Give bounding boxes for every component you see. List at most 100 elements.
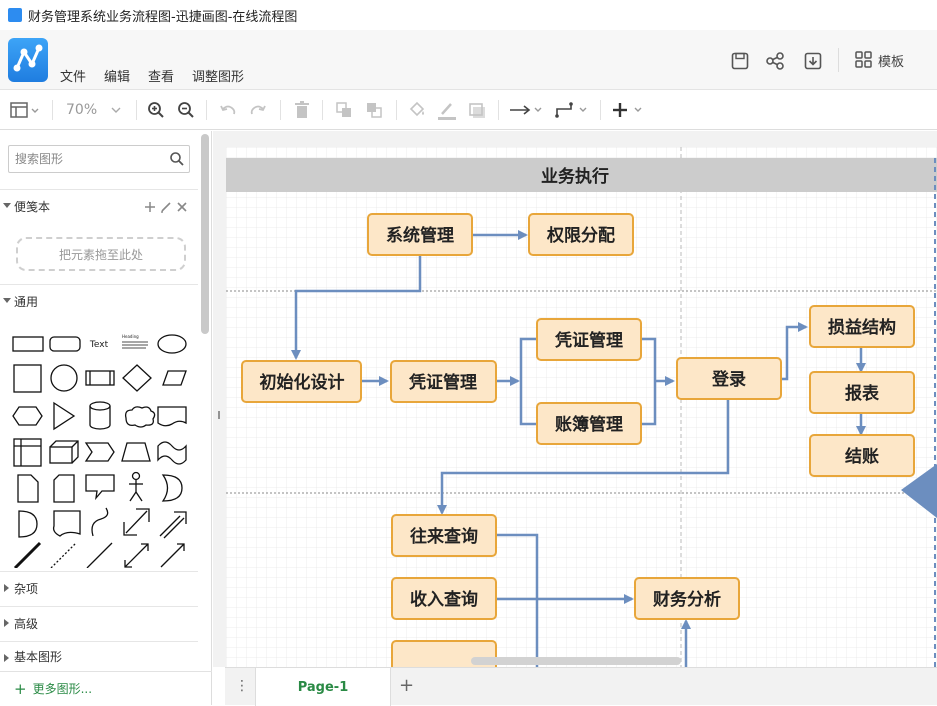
shape-step[interactable]: [84, 442, 115, 462]
to-front-button[interactable]: [334, 100, 354, 120]
menu-arrange[interactable]: 调整图形: [192, 70, 245, 85]
node-income-query[interactable]: 收入查询: [391, 577, 497, 620]
shape-square[interactable]: [13, 364, 42, 393]
shape-circle[interactable]: [50, 364, 78, 392]
sidebar-splitter[interactable]: ‖: [213, 131, 225, 667]
shape-document[interactable]: [157, 406, 187, 427]
shape-text[interactable]: Text: [89, 340, 109, 350]
insert-button[interactable]: [610, 100, 646, 120]
node-close-account[interactable]: 结账: [809, 434, 915, 477]
edge-arquery-down[interactable]: [496, 533, 539, 667]
shape-bidirectional-connector[interactable]: [124, 543, 149, 568]
shape-process[interactable]: [85, 370, 115, 386]
shape-double-arrow[interactable]: [123, 508, 150, 536]
shape-delay[interactable]: [18, 510, 38, 538]
shape-internal-storage[interactable]: [13, 438, 42, 467]
shape-ellipse[interactable]: [157, 334, 187, 354]
panel-toggle-button[interactable]: [8, 100, 42, 120]
menu-file[interactable]: 文件: [60, 70, 87, 85]
more-shapes-button[interactable]: + 更多图形...: [0, 671, 212, 705]
share-icon[interactable]: [765, 51, 785, 71]
menu-view[interactable]: 查看: [148, 70, 175, 85]
fill-color-button[interactable]: [406, 100, 428, 120]
shape-hexagon[interactable]: [12, 406, 43, 426]
redo-button[interactable]: [248, 100, 268, 120]
canvas-horizontal-scrollbar[interactable]: [471, 657, 681, 665]
edit-pencil-icon[interactable]: [160, 201, 172, 213]
shape-card[interactable]: [53, 474, 75, 503]
menu-bar: 文件 编辑 查看 调整图形 模板: [0, 30, 937, 90]
shape-textbox[interactable]: Heading: [122, 334, 148, 349]
sidebar-scrollbar[interactable]: [201, 134, 209, 334]
section-misc[interactable]: 杂项: [0, 571, 198, 605]
edge-sys-to-init[interactable]: [291, 255, 422, 360]
save-icon[interactable]: [730, 51, 750, 71]
node-ar-query[interactable]: 往来查询: [391, 514, 497, 557]
shape-diamond[interactable]: [122, 364, 152, 392]
section-general[interactable]: 通用: [0, 284, 198, 318]
shape-parallelogram[interactable]: [162, 370, 187, 386]
connection-style-button[interactable]: [508, 100, 544, 120]
shape-curve[interactable]: [91, 507, 109, 537]
redo-icon: [250, 105, 266, 115]
close-icon[interactable]: [176, 201, 188, 213]
search-icon[interactable]: [169, 151, 185, 167]
add-icon[interactable]: [144, 201, 156, 213]
shape-cloud[interactable]: [124, 406, 156, 428]
node-voucher-management-sub[interactable]: 凭证管理: [536, 318, 642, 361]
node-profit-structure[interactable]: 损益结构: [809, 305, 915, 348]
zoom-in-button[interactable]: [146, 100, 166, 120]
diagram-canvas[interactable]: 业务执行 系统管理 权限分配 初始化设计: [225, 131, 937, 667]
zoom-select[interactable]: 70%: [66, 100, 126, 120]
shape-single-arrow[interactable]: [159, 511, 187, 539]
shape-callout[interactable]: [85, 474, 115, 501]
node-ledger-management[interactable]: 账簿管理: [536, 402, 642, 445]
shape-cube[interactable]: [49, 440, 79, 464]
to-back-button[interactable]: [364, 100, 384, 120]
shape-data-storage[interactable]: [52, 510, 81, 537]
shape-directional-connector[interactable]: [160, 543, 185, 568]
add-page-icon[interactable]: +: [399, 675, 415, 696]
download-icon[interactable]: [803, 51, 823, 71]
node-permission-assign[interactable]: 权限分配: [528, 213, 634, 256]
section-scratchpad[interactable]: 便笺本: [0, 189, 198, 223]
line-color-button[interactable]: [436, 100, 458, 120]
node-voucher-management[interactable]: 凭证管理: [390, 360, 497, 403]
shape-tape[interactable]: [157, 441, 187, 465]
node-login[interactable]: 登录: [676, 357, 782, 400]
partial-shape-triangle[interactable]: [901, 464, 937, 518]
shape-thick-line[interactable]: [13, 541, 42, 568]
shape-or[interactable]: [161, 474, 183, 502]
shape-triangle[interactable]: [53, 401, 76, 431]
app-logo-icon: [8, 38, 48, 82]
shape-rectangle[interactable]: [12, 336, 44, 352]
shape-rounded-rectangle[interactable]: [49, 336, 81, 352]
node-financial-analysis[interactable]: 财务分析: [634, 577, 740, 620]
shadow-button[interactable]: [466, 100, 488, 120]
node-report[interactable]: 报表: [809, 371, 915, 414]
bring-front-icon: [336, 102, 351, 117]
undo-button[interactable]: [218, 100, 238, 120]
section-basic-shapes[interactable]: 基本图形: [0, 641, 198, 671]
shape-note[interactable]: [17, 474, 39, 503]
template-button[interactable]: 模板: [854, 50, 904, 70]
node-init-design[interactable]: 初始化设计: [241, 360, 362, 403]
waypoints-button[interactable]: [554, 100, 590, 120]
shape-cylinder[interactable]: [89, 401, 111, 430]
node-system-management[interactable]: 系统管理: [367, 213, 473, 256]
shape-line[interactable]: [86, 542, 113, 568]
section-advanced[interactable]: 高级: [0, 606, 198, 640]
shape-search-input[interactable]: [9, 146, 159, 172]
menu-edit[interactable]: 编辑: [104, 70, 131, 85]
page-menu-icon[interactable]: ⋮: [235, 678, 249, 694]
tab-page-1[interactable]: Page-1: [255, 668, 391, 706]
zoom-out-button[interactable]: [176, 100, 196, 120]
shape-dashed-line[interactable]: [50, 542, 77, 568]
delete-button[interactable]: [292, 100, 312, 120]
shape-trapezoid[interactable]: [121, 442, 151, 462]
edge-split-bracket-left[interactable]: [519, 337, 537, 426]
shape-actor[interactable]: [129, 471, 143, 502]
scratchpad-dropzone[interactable]: 把元素拖至此处: [16, 237, 186, 271]
edge-login-to-profit[interactable]: [781, 322, 808, 381]
edge-login-to-arquery[interactable]: [437, 399, 730, 515]
